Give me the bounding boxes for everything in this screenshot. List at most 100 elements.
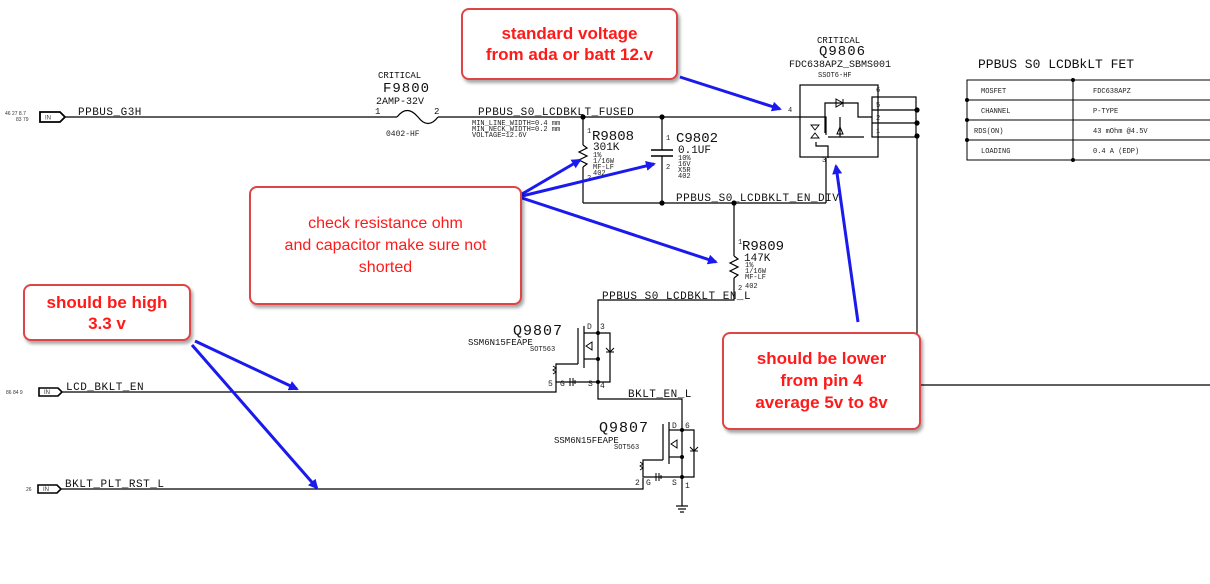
c9802-spec: 10% xyxy=(678,155,691,163)
resistor-r9808: 1 R9808 301K 1% 1/16W MF-LF 402 2 xyxy=(577,117,634,203)
gate-resistor xyxy=(639,461,644,471)
q9806-body xyxy=(799,84,879,158)
pin-number: 6 xyxy=(685,422,690,431)
r9809-spec: MF-LF xyxy=(745,274,766,282)
pin-label: G xyxy=(646,479,651,488)
table-row: CHANNEL P-TYPE xyxy=(981,108,1118,116)
fuse-ref: F9800 xyxy=(383,81,430,97)
net-label-bklt-en-l: BKLT_EN_L xyxy=(628,389,692,401)
q9807b-part: SSM6N15FEAPE xyxy=(554,436,619,446)
gate-lead xyxy=(790,116,827,135)
fet-arrow xyxy=(836,125,844,135)
annotation-check-resistance: check resistance ohm and capacitor make … xyxy=(249,186,522,305)
c9802-ref: C9802 xyxy=(676,131,718,147)
r9808-ref: R9808 xyxy=(592,129,634,145)
junction-dot xyxy=(914,107,920,113)
q9806-part: FDC638APZ_SBMS001 xyxy=(789,60,891,71)
c9802-spec: 402 xyxy=(678,173,691,181)
net-label-en-div: PPBUS_S0_LCDBKLT_EN_DIV xyxy=(676,193,839,205)
q9807b-ref: Q9807 xyxy=(599,420,649,437)
fuse-value: 2AMP-32V xyxy=(376,97,424,108)
r9809-spec: 1% xyxy=(745,262,754,270)
gate-resistor xyxy=(552,365,557,375)
esd-diodes xyxy=(810,124,820,139)
ground-icon xyxy=(676,505,688,513)
pin-label: D xyxy=(587,323,592,332)
port-refs: 86 84 9 xyxy=(6,390,23,396)
pin-number: 4 xyxy=(788,107,792,115)
gate-wire xyxy=(555,363,598,383)
fuse-pin: 2 xyxy=(434,107,439,117)
r9809-spec: 402 xyxy=(745,283,758,291)
fet-arrow xyxy=(585,341,593,351)
wire xyxy=(62,382,557,393)
arrow-to-q9806-pin3 xyxy=(832,164,860,323)
junction-dot xyxy=(965,138,969,142)
junction-dot xyxy=(596,357,600,361)
annotation-should-be-lower: should be lower from pin 4 average 5v to… xyxy=(722,332,921,430)
arrow-to-q9806-pin4 xyxy=(679,75,782,112)
q9806-critical-tag: CRITICAL xyxy=(817,36,860,46)
fuse-critical-tag: CRITICAL xyxy=(378,71,421,81)
junction-dot xyxy=(965,118,969,122)
r9809-value: 147K xyxy=(744,253,771,265)
pin-label: S xyxy=(588,380,593,389)
net-label-ppbus-g3h: PPBUS_G3H xyxy=(78,107,142,119)
junction-dot xyxy=(965,98,969,102)
table-cell-value: P-TYPE xyxy=(1093,108,1118,116)
port-label: IN xyxy=(45,116,51,122)
arrow-to-r9808 xyxy=(521,158,582,196)
body-diode xyxy=(689,446,699,452)
annotation-text: check resistance ohm and capacitor make … xyxy=(284,214,487,276)
r9808-value: 301K xyxy=(593,142,620,154)
wire xyxy=(597,382,683,420)
q9807a-ref: Q9807 xyxy=(513,323,563,340)
port-label: IN xyxy=(44,390,50,396)
capacitor-c9802: 1 C9802 0.1UF 10% 16V X5R 402 2 xyxy=(651,117,718,203)
table-cell-param: LOADING xyxy=(981,148,1010,156)
junction-dot xyxy=(680,475,684,479)
pin-number: 4 xyxy=(600,382,605,391)
arrow-to-c9802 xyxy=(521,161,656,198)
pin-number: 1 xyxy=(738,239,742,247)
junction-dot xyxy=(596,331,600,335)
resistor-r9809: 1 R9809 147K 1% 1/16W MF-LF 402 2 xyxy=(728,203,784,297)
mosfet-q9806: CRITICAL Q9806 FDC638APZ_SBMS001 SSOT6-H… xyxy=(788,36,920,165)
in-port-flag xyxy=(37,484,63,494)
table-row: LOADING 0.4 A (EDP) xyxy=(981,148,1139,156)
r9808-spec: 402 xyxy=(593,170,606,178)
pin-number: 2 xyxy=(738,285,742,293)
q9807a-package: SOT563 xyxy=(530,346,555,354)
net-label-fused: PPBUS_S0_LCDBKLT_FUSED xyxy=(478,107,634,119)
annotation-text: should be lower from pin 4 average 5v to… xyxy=(755,349,888,412)
pin-label: D xyxy=(672,422,677,431)
net-property: VOLTAGE=12.6V xyxy=(472,132,527,140)
arrow-to-lcd-bklt-en xyxy=(194,339,299,391)
annotation-standard-voltage: standard voltage from ada or batt 12.v xyxy=(461,8,678,80)
body-diode-path xyxy=(598,332,611,383)
in-port-flag xyxy=(38,387,64,397)
annotation-text: standard voltage from ada or batt 12.v xyxy=(485,24,654,64)
port-refs: 46 27 8.7 xyxy=(5,111,26,117)
fuse-package: 0402-HF xyxy=(386,130,420,139)
table-cell-param: CHANNEL xyxy=(981,108,1010,116)
table-title: PPBUS S0 LCDBkLT FET xyxy=(978,57,1134,72)
in-port-flag xyxy=(39,111,67,123)
net-label-bklt-plt-rst-l: BKLT_PLT_RST_L xyxy=(65,479,164,491)
fet-spec-table: PPBUS S0 LCDBkLT FET MOSFET FDC638APZ CH… xyxy=(965,57,1210,162)
port-bklt-plt-rst-l: 26 IN BKLT_PLT_RST_L xyxy=(26,479,164,494)
fet-arrow xyxy=(670,439,678,449)
net-label-en-l: PPBUS_S0_LCDBKLT_EN_L xyxy=(602,291,751,303)
r9809-ref: R9809 xyxy=(742,239,784,255)
table-cell-param: RDS(ON) xyxy=(974,128,1003,136)
body-diode xyxy=(835,98,845,108)
port-lcd-bklt-en: 86 84 9 IN LCD_BKLT_EN xyxy=(6,382,144,397)
resistor-symbol xyxy=(577,144,589,168)
port-refs: 26 xyxy=(26,487,32,493)
net-label-lcd-bklt-en: LCD_BKLT_EN xyxy=(66,382,144,394)
wire-output xyxy=(916,136,1210,386)
port-refs: 83 79 xyxy=(16,117,29,123)
gate-esd xyxy=(569,378,576,386)
fuse-symbol xyxy=(396,109,439,125)
